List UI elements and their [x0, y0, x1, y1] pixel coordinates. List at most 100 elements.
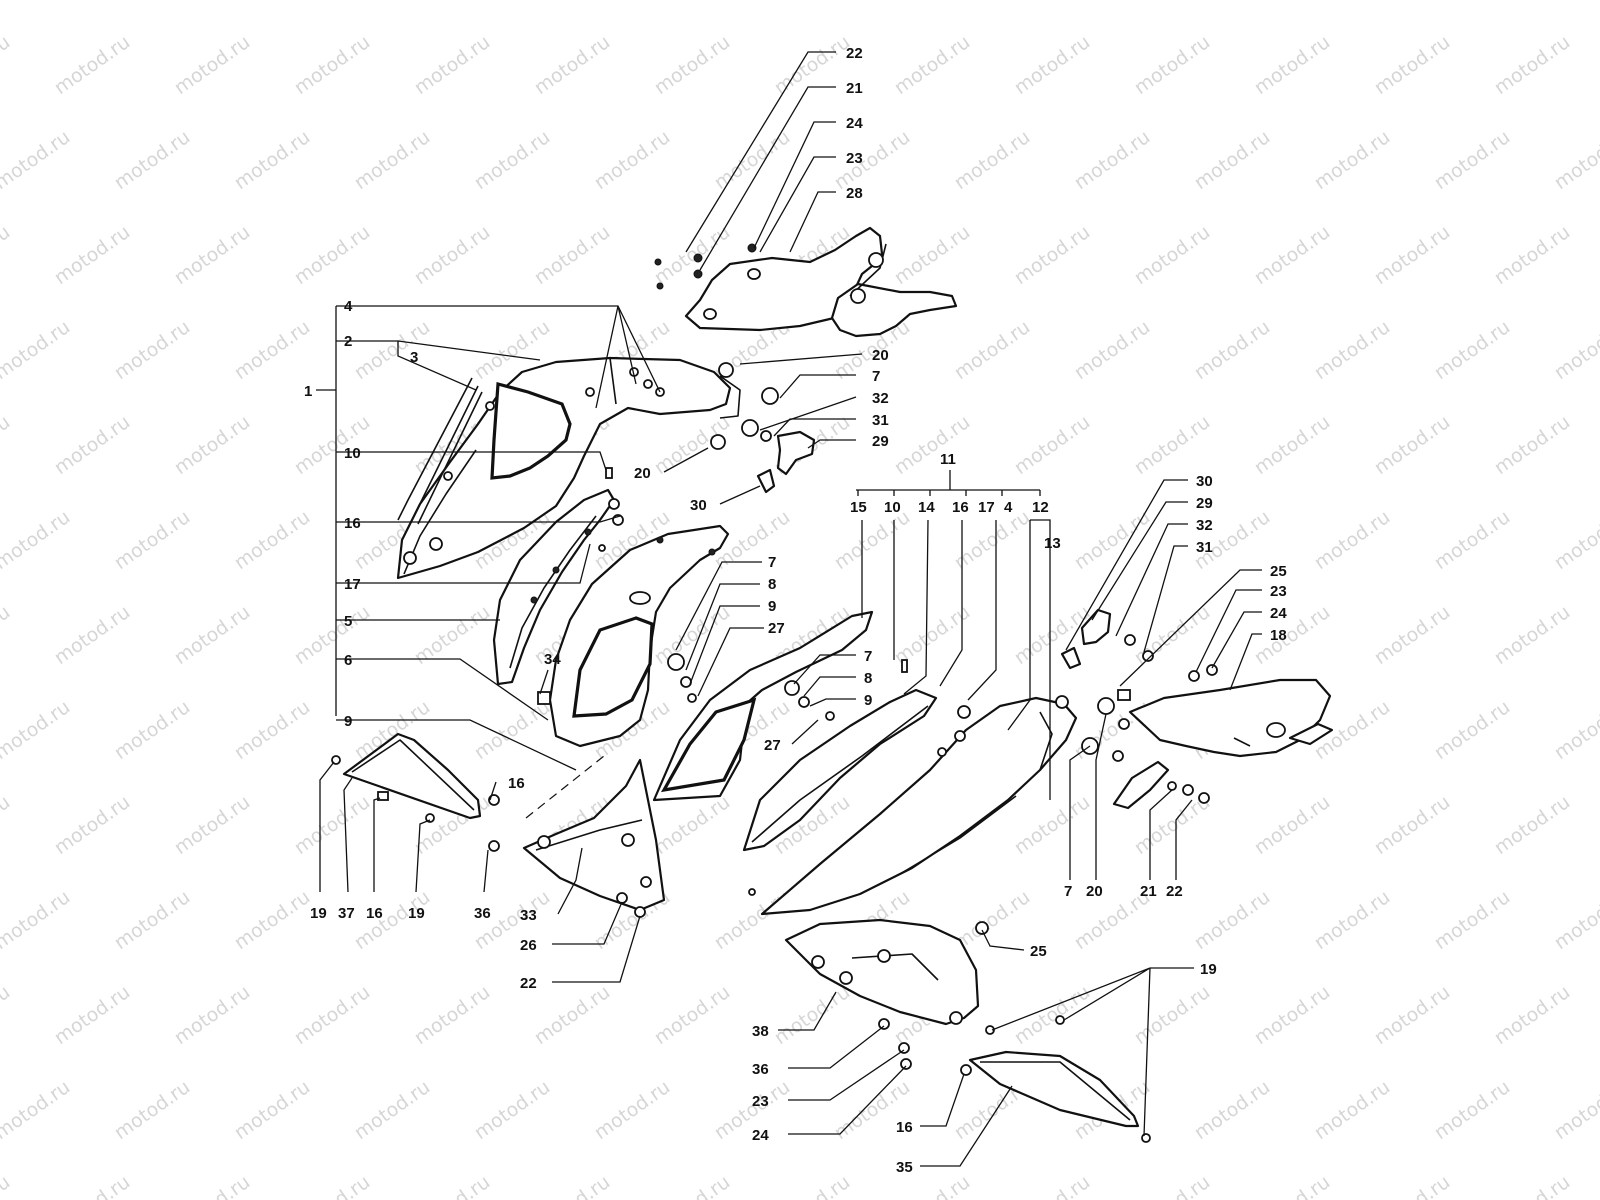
part-2-upper-side-fairing — [396, 356, 741, 580]
callout-25: 25 — [1270, 563, 1287, 580]
watermark-text: motod.ru — [1490, 981, 1574, 1049]
watermark-text: motod.ru — [1190, 316, 1274, 384]
watermark-text: motod.ru — [530, 981, 614, 1049]
watermark-text: motod.ru — [50, 981, 134, 1049]
watermark-text: motod.ru — [1250, 1171, 1334, 1200]
watermark-text: motod.ru — [1370, 981, 1454, 1049]
part-14-side-cover — [742, 688, 938, 852]
watermark-text: motod.ru — [770, 981, 854, 1049]
watermark-text: motod.ru — [110, 0, 194, 4]
part-33-lower-front-panel — [522, 758, 666, 912]
callout-17: 17 — [344, 576, 361, 593]
watermark-text: motod.ru — [1250, 601, 1334, 669]
watermark-text: motod.ru — [1190, 886, 1274, 954]
callout-33: 33 — [520, 907, 537, 924]
watermark-text: motod.ru — [50, 221, 134, 289]
watermark-text: motod.ru — [230, 886, 314, 954]
watermark-text: motod.ru — [1190, 1076, 1274, 1144]
watermark-text: motod.ru — [950, 0, 1034, 4]
part-30-clip-a — [756, 468, 776, 494]
watermark-text: motod.ru — [1250, 221, 1334, 289]
watermark-text: motod.ru — [1070, 126, 1154, 194]
watermark-text: motod.ru — [0, 126, 74, 194]
callout-13: 13 — [1044, 535, 1061, 552]
watermark-text: motod.ru — [1010, 601, 1094, 669]
callout-22: 22 — [1166, 883, 1183, 900]
watermark-text: motod.ru — [50, 601, 134, 669]
watermark-text: motod.ru — [830, 126, 914, 194]
watermark-text: motod.ru — [230, 316, 314, 384]
watermark-text: motod.ru — [110, 696, 194, 764]
watermark-text: motod.ru — [350, 316, 434, 384]
callout-23: 23 — [846, 150, 863, 167]
watermark-text: motod.ru — [1490, 411, 1574, 479]
leader-lines — [316, 51, 1262, 1167]
watermark-text: motod.ru — [1070, 316, 1154, 384]
watermark-text: motod.ru — [470, 126, 554, 194]
callout-29: 29 — [1196, 495, 1213, 512]
callout-16: 16 — [508, 775, 525, 792]
watermark-text: motod.ru — [110, 886, 194, 954]
watermark-text: motod.ru — [650, 1171, 734, 1200]
callout-8: 8 — [768, 576, 776, 593]
callout-7: 7 — [1064, 883, 1072, 900]
watermark-text: motod.ru — [950, 316, 1034, 384]
watermark-text: motod.ru — [0, 696, 74, 764]
watermark-text: motod.ru — [230, 1076, 314, 1144]
watermark-text: motod.ru — [1310, 316, 1394, 384]
watermark-text: motod.ru — [1550, 1076, 1600, 1144]
watermark-text: motod.ru — [1550, 696, 1600, 764]
watermark-text: motod.ru — [170, 411, 254, 479]
watermark-text: motod.ru — [710, 0, 794, 4]
watermark-text: motod.ru — [1130, 1171, 1214, 1200]
callout-9: 9 — [864, 692, 872, 709]
watermark-text: motod.ru — [1190, 126, 1274, 194]
watermark-text: motod.ru — [1490, 31, 1574, 99]
watermark-text: motod.ru — [290, 1171, 374, 1200]
hardware-parts — [331, 362, 1218, 1143]
watermark-text: motod.ru — [710, 126, 794, 194]
callout-8: 8 — [864, 670, 872, 687]
callout-16: 16 — [344, 515, 361, 532]
part-6-inner-panel — [548, 524, 730, 748]
watermark-text: motod.ru — [1490, 791, 1574, 859]
callout-20: 20 — [872, 347, 889, 364]
watermark-text: motod.ru — [110, 126, 194, 194]
watermark-text: motod.ru — [230, 506, 314, 574]
callout-17: 17 — [978, 499, 995, 516]
watermark-text: motod.ru — [110, 506, 194, 574]
part-29-bracket-a — [776, 430, 816, 476]
part-12-rear-side-cover — [760, 695, 1078, 916]
watermark-text: motod.ru — [470, 1076, 554, 1144]
callout-1: 1 — [304, 383, 312, 400]
callout-24: 24 — [846, 115, 863, 132]
watermark-text: motod.ru — [1010, 791, 1094, 859]
watermark-text: motod.ru — [1430, 316, 1514, 384]
watermark-text: motod.ru — [1370, 31, 1454, 99]
watermark-text: motod.ru — [170, 31, 254, 99]
watermark-text: motod.ru — [1010, 221, 1094, 289]
callout-37: 37 — [338, 905, 355, 922]
watermark-text: motod.ru — [1490, 601, 1574, 669]
watermark-text: motod.ru — [1130, 221, 1214, 289]
watermark-text: motod.ru — [1430, 0, 1514, 4]
callout-26: 26 — [520, 937, 537, 954]
watermark-text: motod.ru — [410, 31, 494, 99]
callout-7: 7 — [872, 368, 880, 385]
part-18-tail-section — [1112, 678, 1334, 810]
watermark-text: motod.ru — [1010, 411, 1094, 479]
watermark-text: motod.ru — [590, 0, 674, 4]
callout-7: 7 — [864, 648, 872, 665]
watermark-text: motod.ru — [290, 221, 374, 289]
callout-28: 28 — [846, 185, 863, 202]
callout-30: 30 — [1196, 473, 1213, 490]
watermark-text: motod.ru — [1130, 411, 1214, 479]
watermark-text: motod.ru — [410, 1171, 494, 1200]
watermark-text: motod.ru — [0, 316, 74, 384]
callout-10: 10 — [344, 445, 361, 462]
watermark-text: motod.ru — [650, 791, 734, 859]
watermark-text: motod.ru — [830, 506, 914, 574]
watermark-text: motod.ru — [230, 696, 314, 764]
callout-23: 23 — [1270, 583, 1287, 600]
